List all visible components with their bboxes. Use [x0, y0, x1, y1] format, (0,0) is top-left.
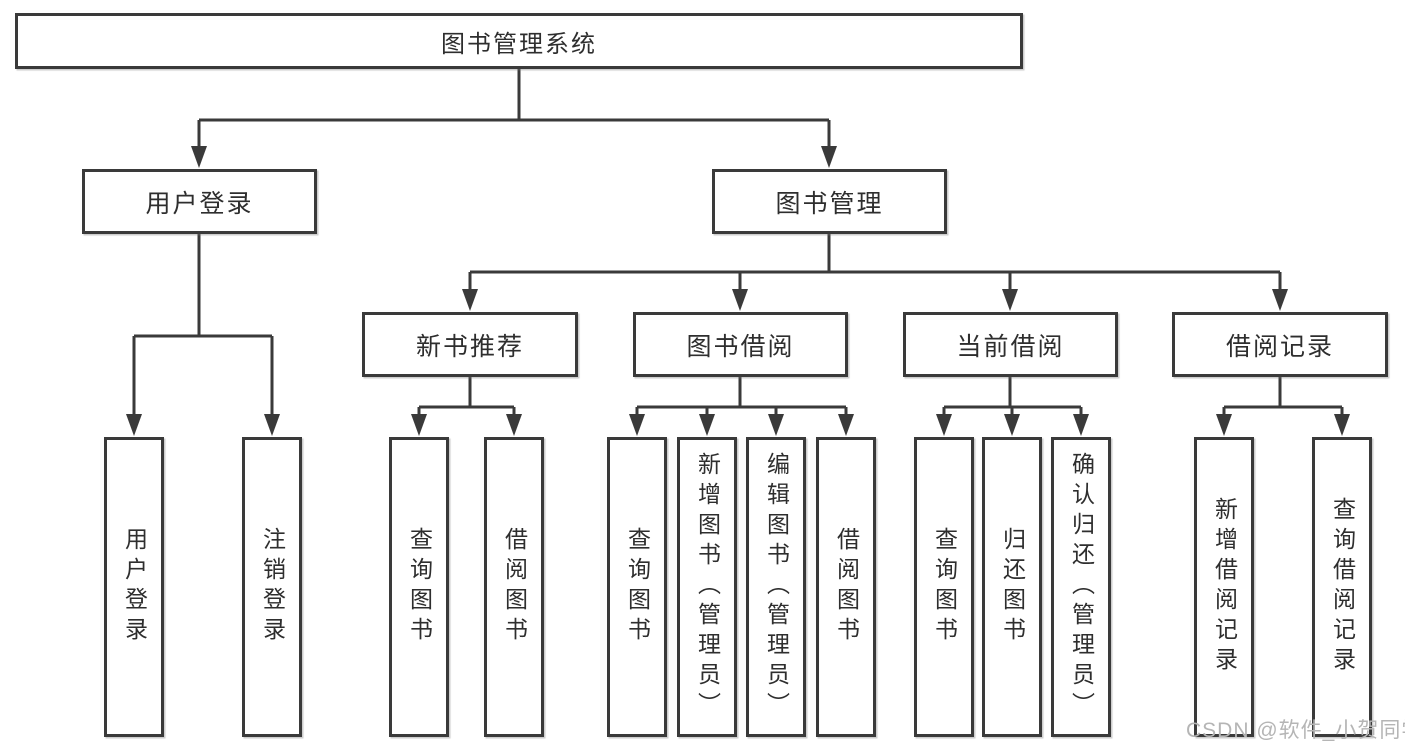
leaf-borrow-books-borrowing: 借阅图书	[816, 437, 876, 737]
node-borrowing-records: 借阅记录	[1172, 312, 1388, 377]
node-book-borrowing: 图书借阅	[633, 312, 848, 377]
leaf-search-books-current: 查询图书	[914, 437, 974, 737]
leaf-search-books-borrowing: 查询图书	[607, 437, 667, 737]
leaf-confirm-return-admin: 确认归还（管理员）	[1051, 437, 1111, 737]
csdn-watermark: CSDN @软件_小贺同学	[1186, 719, 1405, 742]
node-book-management: 图书管理	[712, 169, 947, 234]
leaf-search-borrow-record: 查询借阅记录	[1312, 437, 1372, 737]
leaf-edit-book-admin: 编辑图书（管理员）	[746, 437, 806, 737]
connector-lines	[132, 69, 1344, 420]
node-current-borrowing: 当前借阅	[903, 312, 1118, 377]
node-library-management-system: 图书管理系统	[15, 13, 1023, 69]
leaf-return-books: 归还图书	[982, 437, 1042, 737]
arrowhead-icons	[126, 146, 1350, 436]
leaf-user-login: 用户登录	[104, 437, 164, 737]
node-user-login: 用户登录	[82, 169, 317, 234]
leaf-borrow-books-recommend: 借阅图书	[484, 437, 544, 737]
leaf-logout: 注销登录	[242, 437, 302, 737]
leaf-search-books-recommend: 查询图书	[389, 437, 449, 737]
leaf-add-book-admin: 新增图书（管理员）	[677, 437, 737, 737]
leaf-add-borrow-record: 新增借阅记录	[1194, 437, 1254, 737]
node-new-book-recommendation: 新书推荐	[362, 312, 578, 377]
